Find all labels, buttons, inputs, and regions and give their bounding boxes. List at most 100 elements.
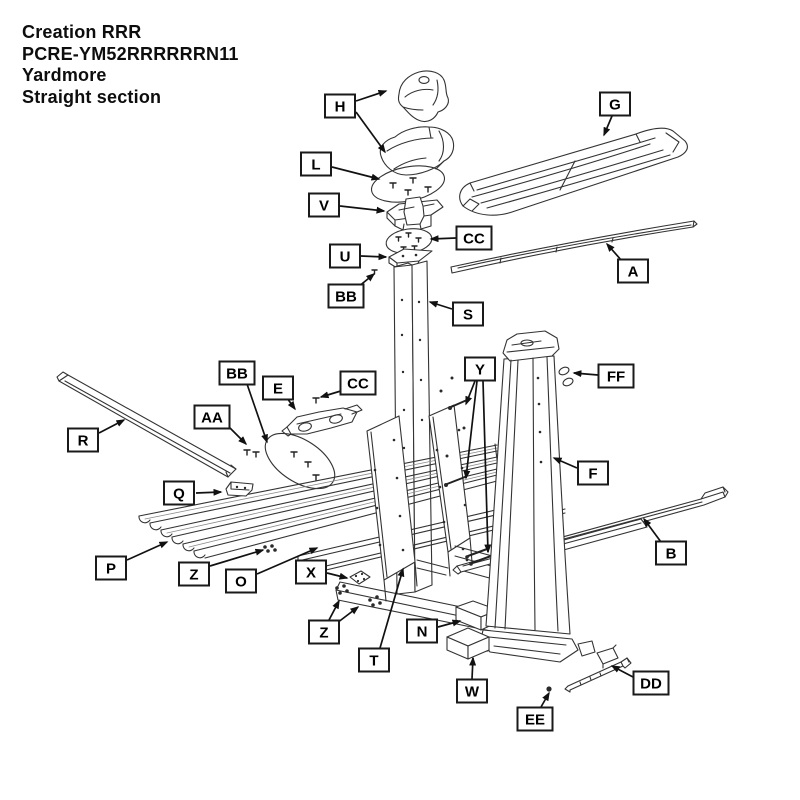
label-h-box — [324, 93, 356, 119]
label-l: L — [300, 151, 381, 181]
label-cc-top: CC — [429, 225, 493, 251]
label-s-text: S — [463, 307, 473, 324]
label-h: H — [324, 90, 388, 154]
label-w-box — [456, 678, 488, 704]
label-n-box — [406, 618, 438, 644]
label-g-box — [599, 91, 631, 117]
label-ee-text: EE — [525, 712, 545, 729]
label-n: N — [406, 618, 462, 644]
label-s: S — [428, 300, 484, 327]
label-bb-left: BB — [218, 360, 268, 444]
part-f-post — [475, 330, 619, 669]
label-q-text: Q — [173, 486, 185, 503]
label-p-arrow — [126, 541, 169, 561]
label-z-mid-text: Z — [189, 567, 198, 584]
label-ee-box — [516, 706, 554, 732]
label-p-box — [95, 555, 127, 581]
label-cc-left: CC — [319, 370, 377, 399]
label-q-box — [163, 480, 195, 506]
label-f: F — [552, 457, 609, 486]
part-ff-washers — [558, 366, 574, 387]
label-y: Y — [463, 356, 496, 554]
label-n-text: N — [417, 624, 428, 641]
label-f-arrow — [552, 457, 578, 469]
part-dd-bolt — [564, 657, 632, 693]
label-h-arrow — [355, 111, 386, 154]
label-ff-arrow — [572, 370, 599, 378]
label-dd-text: DD — [640, 676, 662, 693]
label-b-text: B — [666, 546, 677, 563]
label-b: B — [643, 517, 687, 566]
label-cc-top-box — [455, 225, 493, 251]
label-a-arrow — [606, 242, 623, 262]
part-q-bracket — [225, 481, 254, 497]
label-o-arrow — [256, 547, 319, 575]
label-u-box — [329, 243, 361, 269]
label-x-box — [295, 559, 327, 585]
part-x-plate — [349, 570, 371, 585]
label-r-text: R — [78, 433, 89, 450]
label-x: X — [295, 559, 349, 585]
title-line-series: Yardmore — [22, 65, 107, 85]
part-z-screws — [263, 544, 382, 607]
label-z-bottom: Z — [308, 599, 360, 645]
label-y-arrow — [463, 380, 478, 480]
label-b-box — [655, 540, 687, 566]
label-l-text: L — [311, 157, 320, 174]
label-p: P — [95, 541, 169, 581]
part-a-rail — [450, 220, 698, 274]
label-dd-box — [632, 670, 670, 696]
label-z-bottom-arrow — [328, 599, 340, 621]
label-e-box — [262, 375, 294, 401]
label-ff-box — [597, 363, 635, 389]
part-aa-screws — [243, 449, 260, 458]
label-l-arrow — [331, 166, 381, 181]
part-v-bracket — [386, 196, 476, 231]
label-q: Q — [163, 480, 223, 506]
label-s-arrow — [428, 300, 453, 310]
label-t-text: T — [369, 653, 378, 670]
label-f-text: F — [588, 466, 597, 483]
label-y-arrow — [482, 380, 492, 554]
title-line-model: PCRE-YM52RRRRRRN11 — [22, 43, 239, 64]
label-r-box — [67, 427, 99, 453]
label-w-arrow — [469, 656, 477, 680]
label-o-box — [225, 568, 257, 594]
label-y-box — [464, 356, 496, 382]
label-v-text: V — [319, 198, 329, 215]
label-v: V — [308, 192, 386, 218]
label-q-arrow — [195, 488, 223, 496]
label-a-box — [617, 258, 649, 284]
label-aa-text: AA — [201, 410, 223, 427]
label-r-arrow — [98, 419, 126, 434]
label-z-bottom-arrow — [336, 606, 360, 624]
label-z-mid: Z — [178, 548, 265, 587]
label-g-text: G — [609, 97, 621, 114]
label-f-box — [577, 460, 609, 486]
label-ee-arrow — [540, 691, 550, 708]
label-l-box — [300, 151, 332, 177]
label-v-box — [308, 192, 340, 218]
label-bb-left-arrow — [246, 383, 268, 444]
label-n-arrow — [437, 619, 462, 628]
label-bb-left-text: BB — [226, 366, 248, 383]
label-t: T — [358, 567, 405, 673]
label-u-arrow — [360, 253, 388, 261]
title-line-section: Straight section — [22, 86, 162, 107]
part-w-box — [446, 627, 490, 660]
label-t-arrow — [379, 567, 405, 649]
label-p-text: P — [106, 561, 116, 578]
label-bb-top-text: BB — [335, 289, 357, 306]
label-g: G — [599, 91, 631, 137]
label-cc-top-arrow — [429, 235, 457, 243]
label-v-arrow — [339, 205, 386, 214]
label-z-mid-arrow — [209, 548, 265, 567]
label-g-arrow — [603, 115, 613, 137]
label-bb-top: BB — [327, 273, 376, 309]
label-u-text: U — [340, 249, 351, 266]
part-e-bracket — [281, 397, 363, 437]
label-ff: FF — [572, 363, 635, 389]
part-g-top-ledge — [459, 127, 688, 216]
title-line-product: Creation RRR — [22, 22, 142, 42]
